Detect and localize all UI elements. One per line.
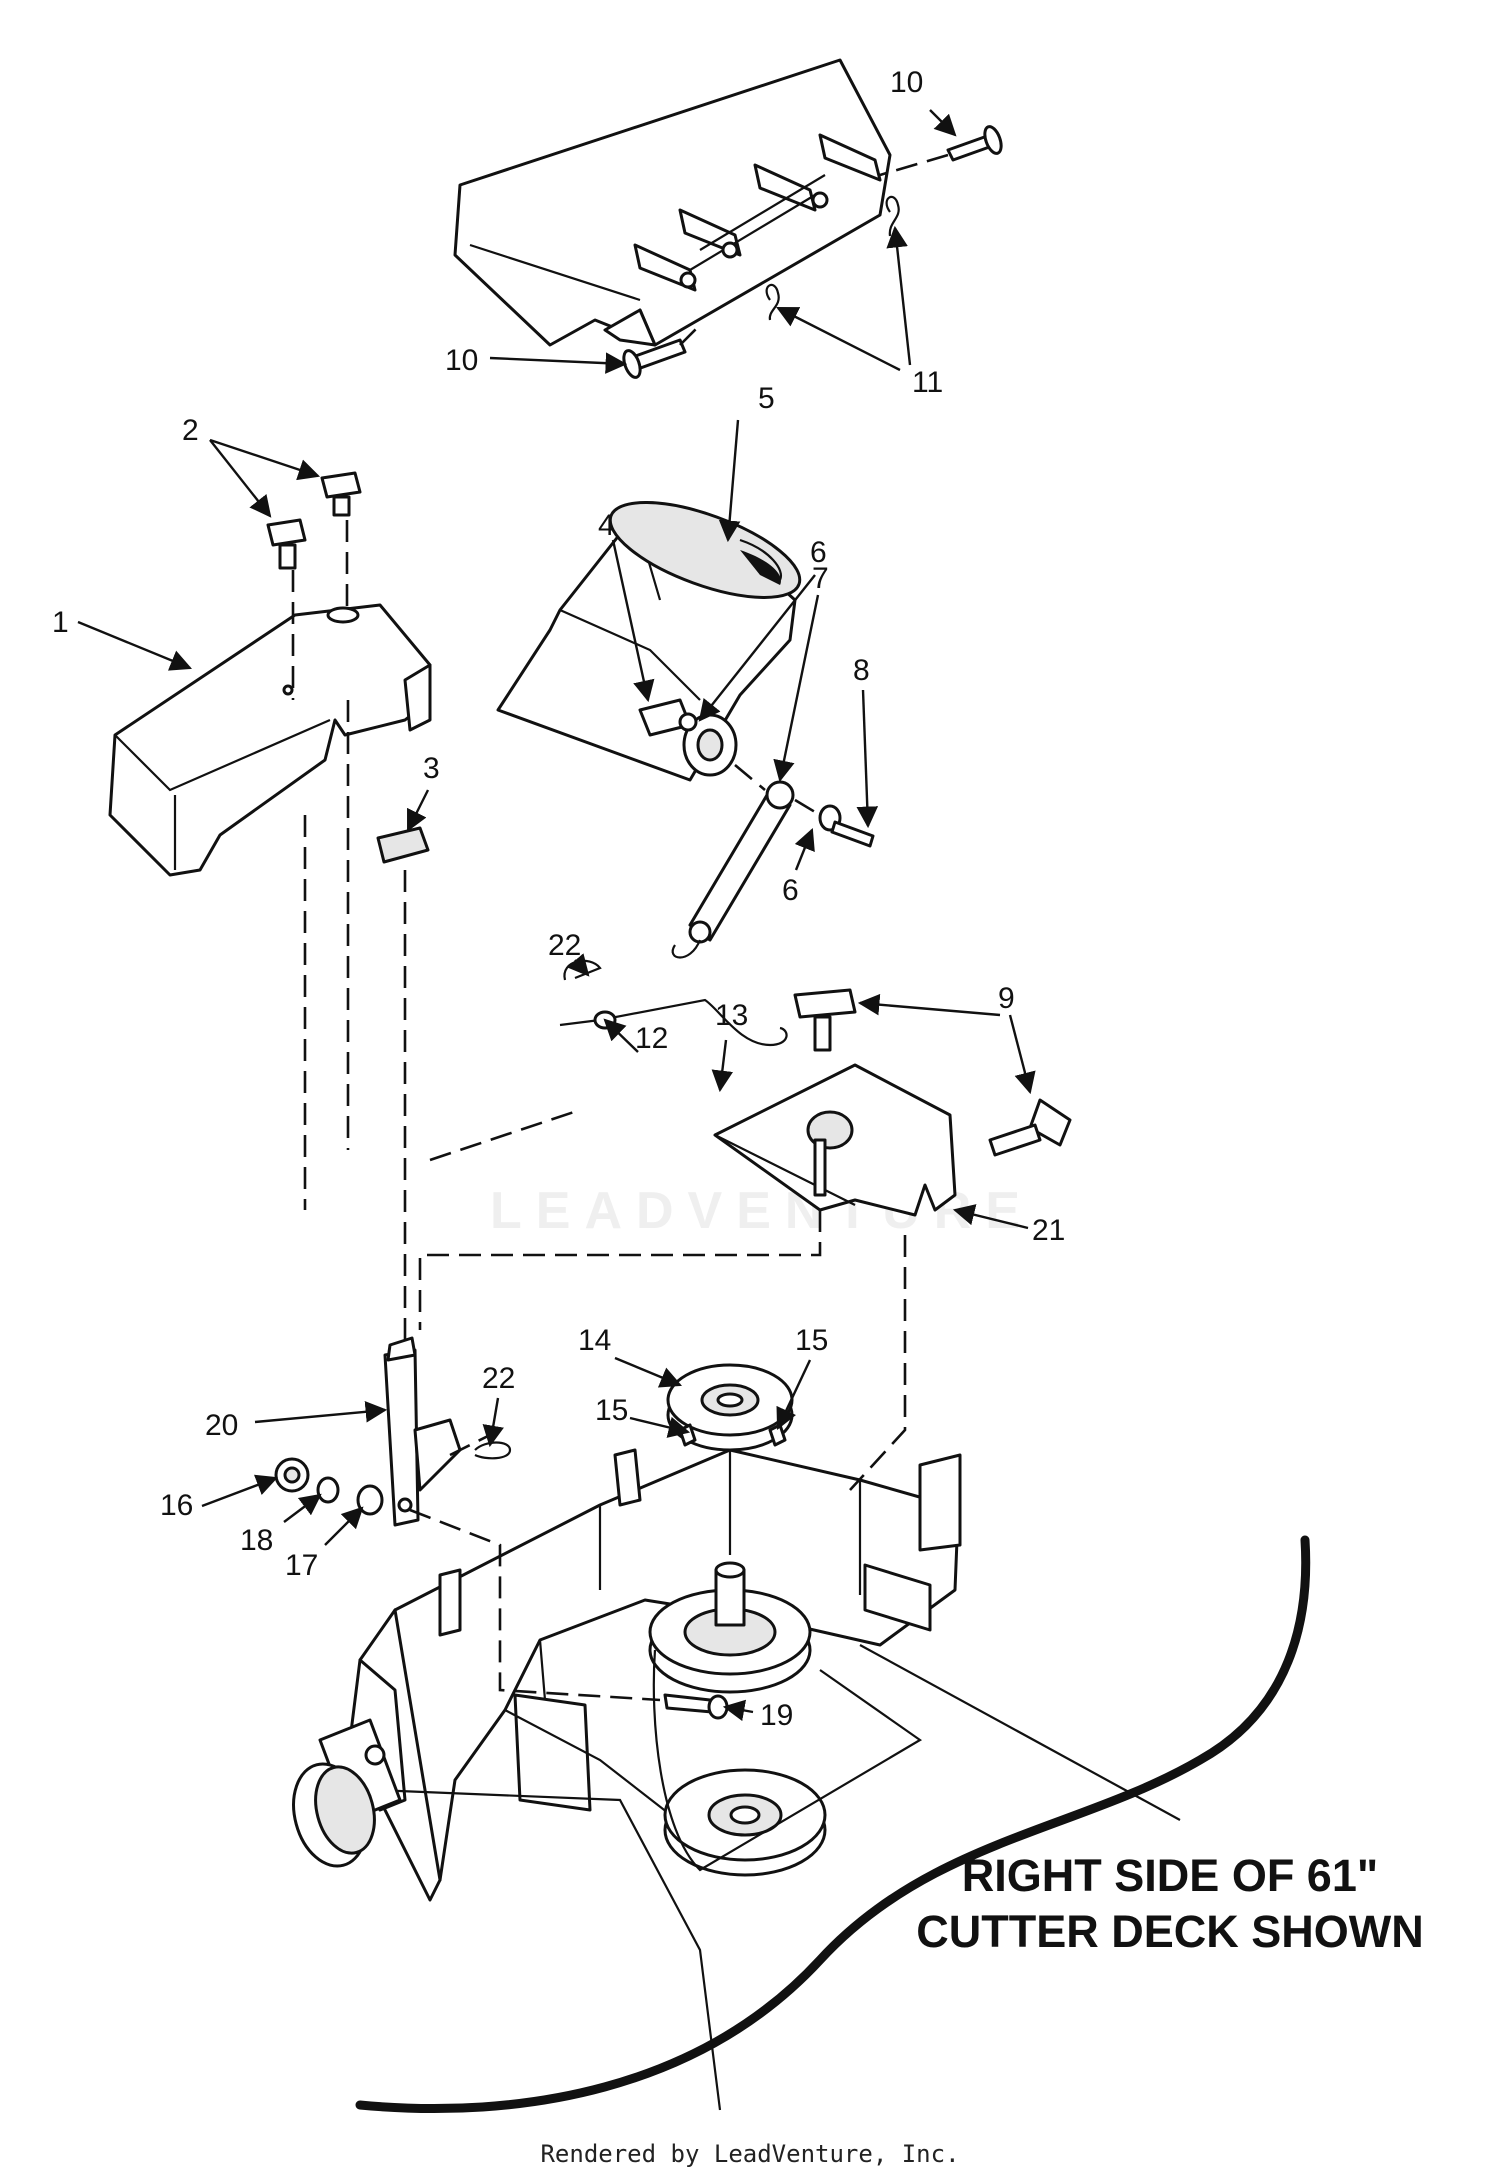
leader-lines: [77, 109, 1036, 1722]
callout-9: 9: [998, 982, 1015, 1015]
callout-3: 3: [423, 752, 440, 785]
callout-11: 11: [912, 366, 943, 399]
hinge-pin-lower: [622, 338, 687, 379]
discharge-chute: [496, 501, 802, 782]
clip-22-upper: [563, 959, 602, 981]
cutter-deck: [292, 1448, 1181, 2111]
knob-9a: [793, 988, 857, 1052]
washer-18: [316, 1476, 340, 1504]
callout-19: 19: [760, 1699, 793, 1732]
deck-belt: [652, 1649, 923, 1872]
knob-2a: [266, 518, 307, 570]
callout-22a: 22: [548, 929, 581, 962]
caption-line-2: CUTTER DECK SHOWN: [916, 1906, 1424, 1957]
chute-link: [671, 764, 875, 959]
lift-bracket: [383, 1336, 462, 1527]
belt-cover: [108, 603, 432, 877]
control-cable: [559, 998, 788, 1047]
callout-16: 16: [160, 1489, 193, 1522]
callout-6a: 6: [810, 536, 827, 569]
alignment-lines: [291, 520, 907, 1702]
callout-10b: 10: [445, 344, 478, 377]
clip-pin-2: [765, 283, 780, 321]
callout-13: 13: [715, 999, 748, 1032]
knob-9b: [988, 1098, 1072, 1157]
cover-pad: [376, 826, 430, 864]
callout-2: 2: [182, 414, 199, 447]
callout-1: 1: [52, 606, 69, 639]
caster-wheel: [292, 1718, 402, 1868]
washer-17: [356, 1484, 384, 1516]
callout-22b: 22: [482, 1362, 515, 1395]
callout-5: 5: [758, 382, 775, 415]
clip-22-lower: [474, 1441, 512, 1460]
callout-20: 20: [205, 1409, 238, 1442]
callout-18: 18: [240, 1524, 273, 1557]
chute-bracket: [713, 1063, 957, 1217]
callout-15b: 15: [795, 1324, 828, 1357]
callout-15a: 15: [595, 1394, 628, 1427]
deflector-guard: [453, 58, 1003, 379]
diagram-caption: RIGHT SIDE OF 61" CUTTER DECK SHOWN: [860, 1848, 1480, 1960]
callout-14: 14: [578, 1324, 611, 1357]
callout-numbers: 1 2 3 4 5 6 6 7 8 9 10 10 11 12 13 14 15…: [52, 66, 1065, 1732]
caption-line-1: RIGHT SIDE OF 61": [961, 1850, 1379, 1901]
clip-pin-1: [885, 195, 900, 237]
idler-pulley-lower: [663, 1768, 827, 1877]
knob-2b: [320, 471, 362, 517]
hinge-pin-upper: [946, 125, 1003, 162]
callout-21: 21: [1032, 1214, 1065, 1247]
callout-6b: 6: [782, 874, 799, 907]
callout-17: 17: [285, 1549, 318, 1582]
idler-pulley-upper: [666, 1363, 794, 1452]
callout-4: 4: [598, 509, 615, 542]
cut-outline: [355, 1535, 1311, 2113]
carriage-bolt: [663, 1693, 714, 1714]
callout-10a: 10: [890, 66, 923, 99]
callout-12: 12: [635, 1022, 668, 1055]
callout-7: 7: [812, 562, 829, 595]
render-credit: Rendered by LeadVenture, Inc.: [540, 2140, 960, 2168]
callout-8: 8: [853, 654, 870, 687]
nut-16: [274, 1457, 310, 1493]
spindle-pulley: [648, 1561, 812, 1694]
